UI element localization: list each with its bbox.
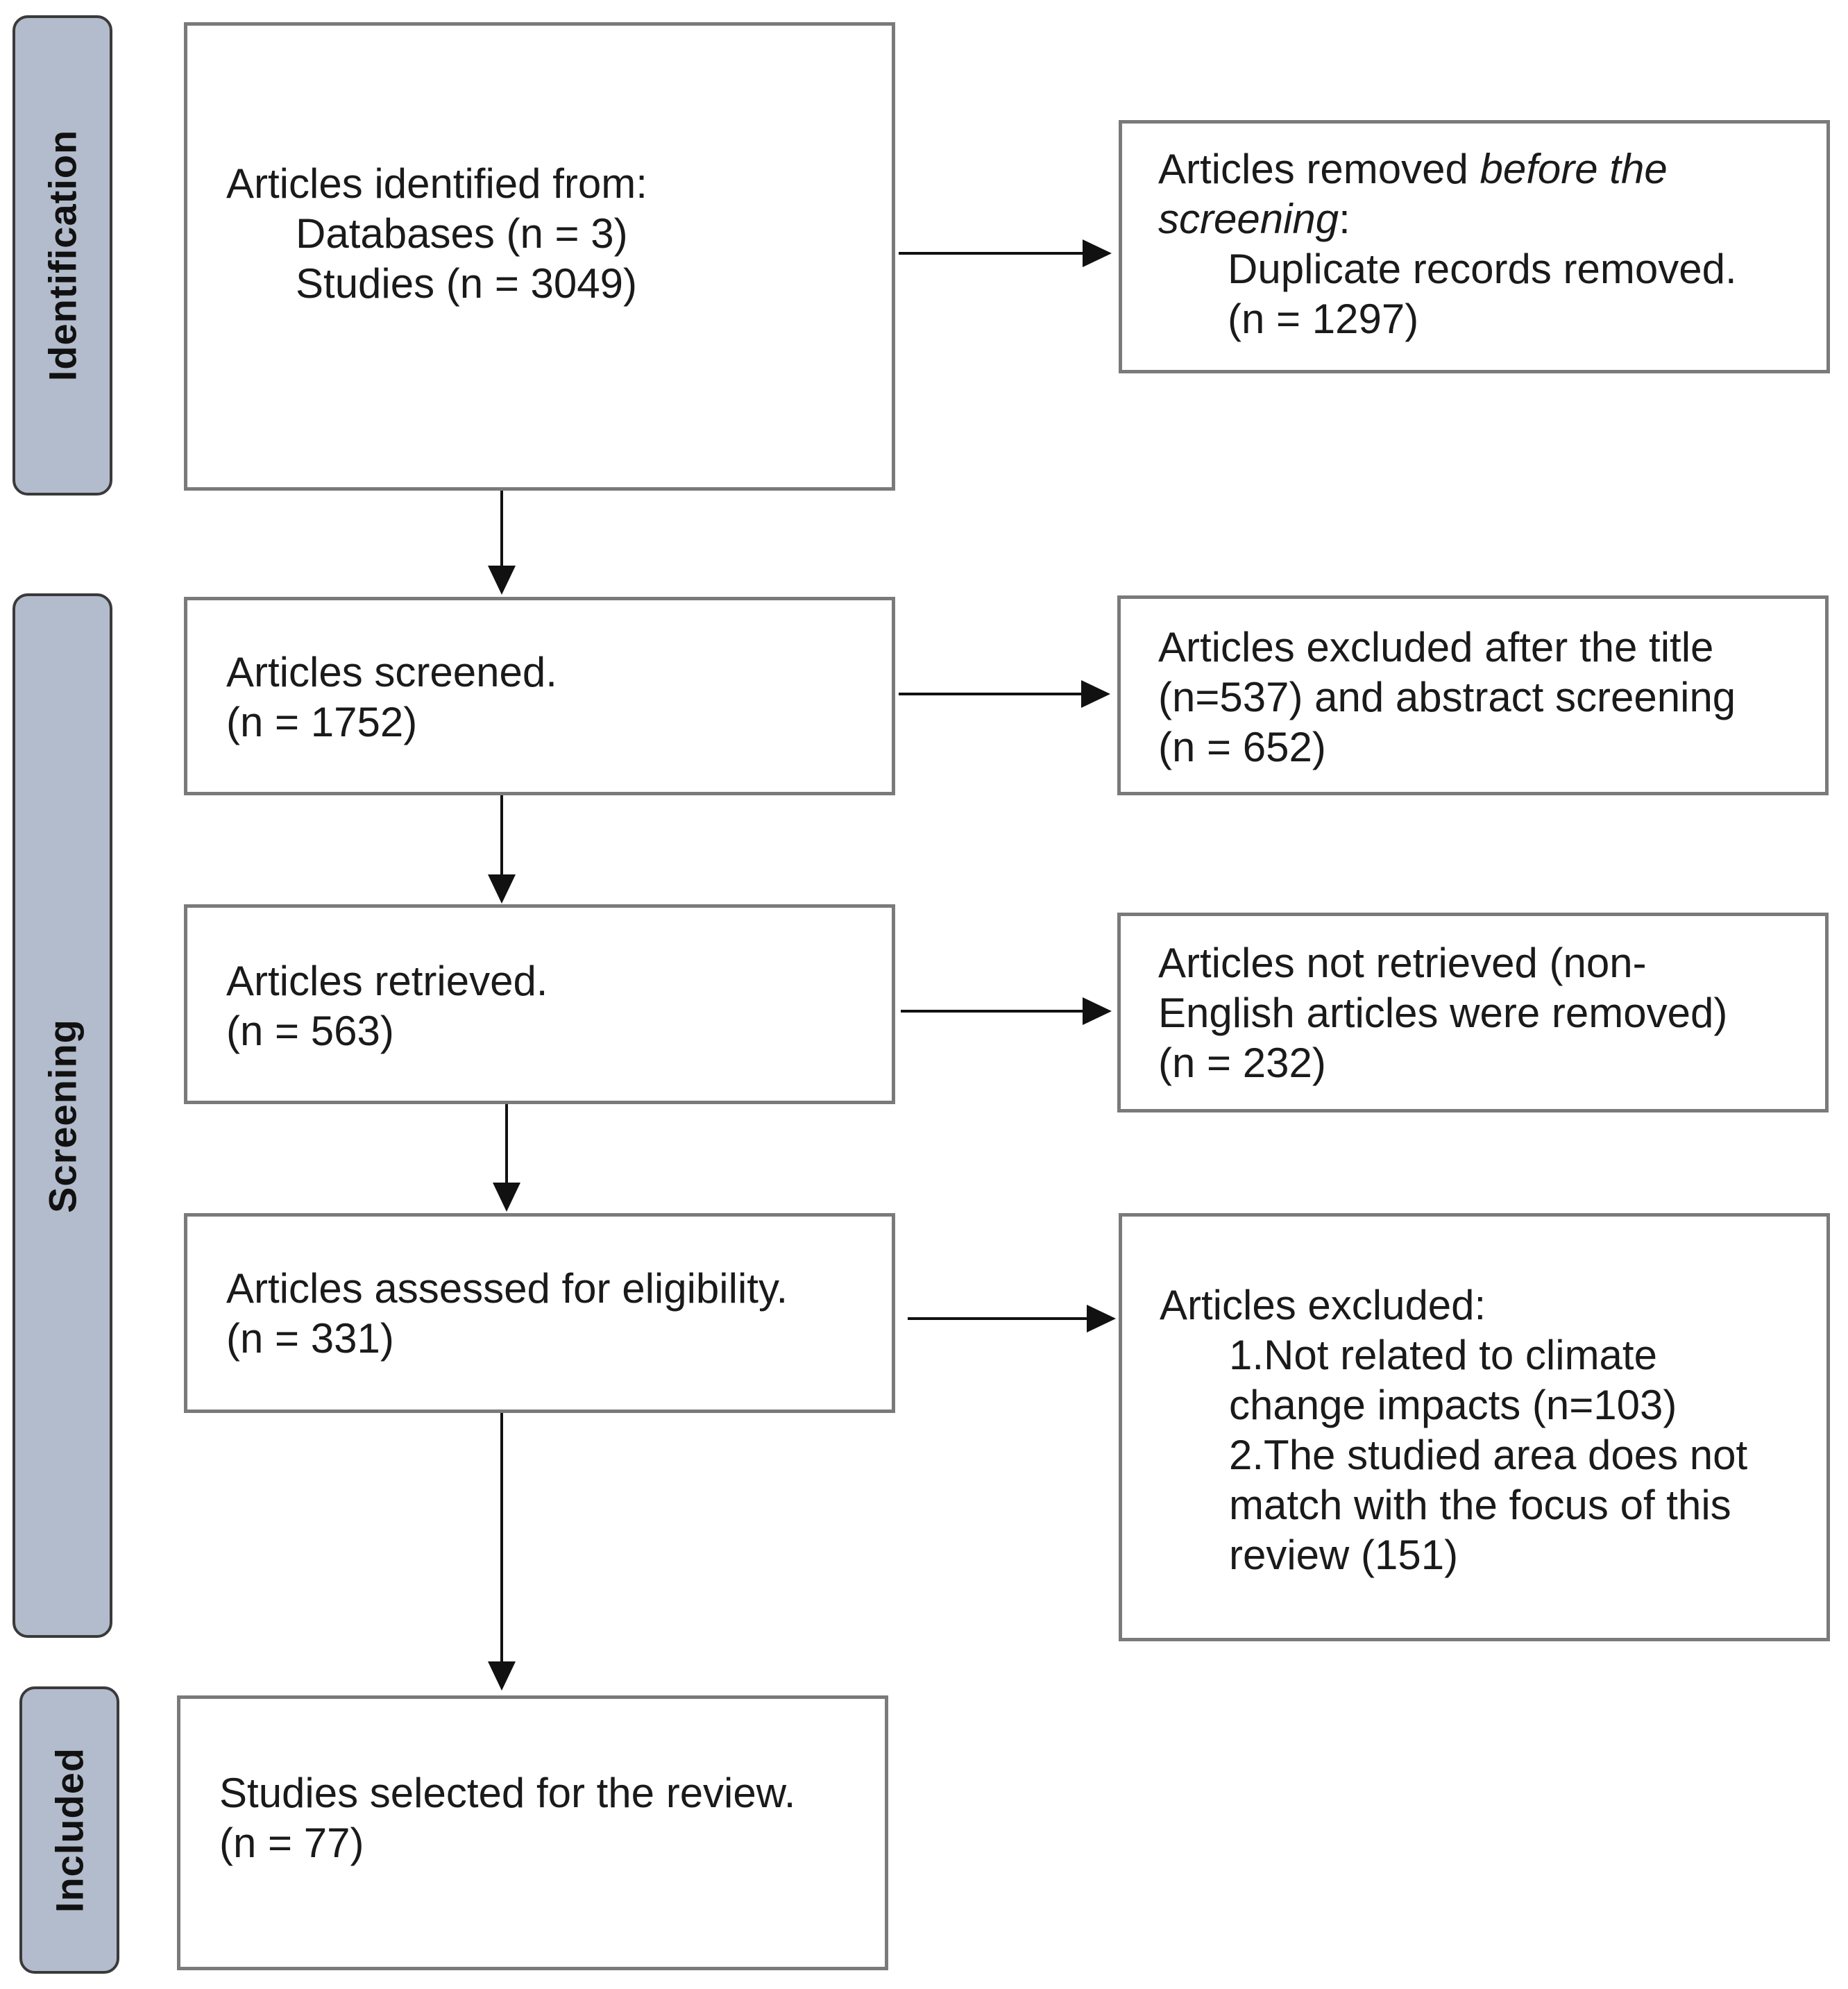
removed-heading-line2: screening:	[1158, 194, 1737, 244]
screened-label: Articles screened.	[226, 649, 557, 695]
arrowhead-assessed-to-selected	[488, 1661, 516, 1691]
excluded-title-line3: (n = 652)	[1158, 724, 1326, 770]
screened-count: (n = 1752)	[226, 699, 418, 745]
arrowhead-identified-to-screened	[488, 566, 516, 595]
excluded-title-line1: Articles excluded after the title	[1158, 624, 1714, 670]
phase-screening: Screening	[12, 593, 112, 1638]
excluded-reason1-line1: 1.Not related to climate	[1229, 1332, 1657, 1378]
arrowhead-retrieved-to-not-retrieved	[1083, 997, 1112, 1025]
box-excluded-title-abstract: Articles excluded after the title (n=537…	[1117, 595, 1829, 795]
removed-heading-italic2: screening	[1158, 196, 1339, 242]
not-retrieved-line2: English articles were removed)	[1158, 990, 1728, 1036]
arrowhead-screened-to-retrieved	[488, 874, 516, 904]
arrowhead-assessed-to-excluded	[1087, 1305, 1116, 1332]
selected-count: (n = 77)	[219, 1820, 364, 1866]
box-selected: Studies selected for the review. (n = 77…	[177, 1695, 888, 1970]
arrowhead-identified-to-removed	[1083, 239, 1112, 267]
selected-label: Studies selected for the review.	[219, 1770, 796, 1816]
assessed-label: Articles assessed for eligibility.	[226, 1265, 788, 1312]
not-retrieved-line3: (n = 232)	[1158, 1040, 1326, 1086]
box-not-retrieved: Articles not retrieved (non- English art…	[1117, 913, 1829, 1112]
excluded-reason2-line1: 2.The studied area does not	[1229, 1432, 1748, 1478]
retrieved-label: Articles retrieved.	[226, 958, 548, 1004]
removed-heading-pre: Articles removed	[1158, 146, 1480, 192]
box-removed: Articles removed before the screening: D…	[1119, 120, 1830, 373]
box-screened: Articles screened. (n = 1752)	[184, 597, 895, 795]
removed-count: (n = 1297)	[1228, 296, 1419, 342]
excluded-reason2-line2: match with the focus of this	[1229, 1482, 1731, 1528]
box-assessed: Articles assessed for eligibility. (n = …	[184, 1213, 895, 1413]
excluded-title-line2: (n=537) and abstract screening	[1158, 674, 1736, 720]
retrieved-count: (n = 563)	[226, 1008, 394, 1054]
assessed-count: (n = 331)	[226, 1315, 394, 1362]
arrowhead-screened-to-excluded	[1081, 680, 1110, 708]
box-excluded: Articles excluded: 1.Not related to clim…	[1119, 1213, 1830, 1641]
box-retrieved: Articles retrieved. (n = 563)	[184, 904, 895, 1104]
phase-identification: Identification	[12, 15, 112, 496]
removed-heading-colon: :	[1339, 196, 1350, 242]
identified-heading: Articles identified from:	[226, 160, 647, 207]
excluded-heading: Articles excluded:	[1160, 1282, 1486, 1328]
box-identified: Articles identified from: Databases (n =…	[184, 22, 895, 491]
excluded-reason2-line3: review (151)	[1229, 1532, 1459, 1578]
not-retrieved-line1: Articles not retrieved (non-	[1158, 940, 1647, 986]
removed-duplicates: Duplicate records removed.	[1228, 246, 1737, 292]
removed-heading-italic1: before the	[1480, 146, 1668, 192]
arrowhead-retrieved-to-assessed	[493, 1183, 520, 1212]
identified-studies: Studies (n = 3049)	[296, 260, 637, 307]
phase-included: Included	[19, 1686, 119, 1974]
excluded-reason1-line2: change impacts (n=103)	[1229, 1382, 1677, 1428]
identified-databases: Databases (n = 3)	[296, 210, 628, 257]
removed-heading-line1: Articles removed before the	[1158, 144, 1737, 194]
